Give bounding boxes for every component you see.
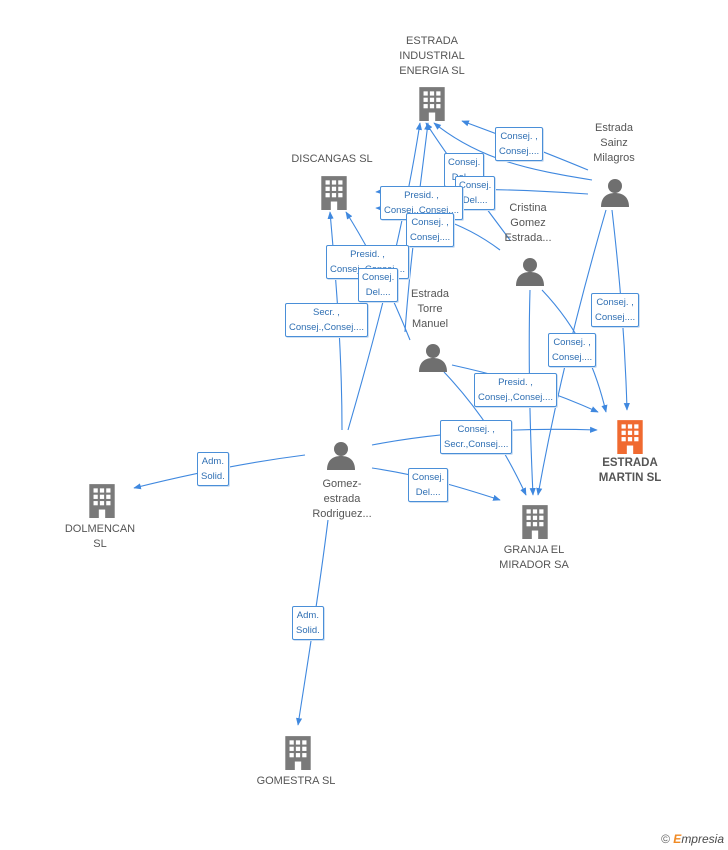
edge-label[interactable]: Adm. Solid.	[292, 606, 324, 640]
building-icon[interactable]	[285, 736, 311, 770]
building-icon[interactable]	[522, 505, 548, 539]
edge-label[interactable]: Consej. , Consej....	[406, 213, 455, 247]
person-icon[interactable]	[601, 179, 629, 207]
building-icon[interactable]	[321, 176, 347, 210]
building-icon[interactable]	[617, 420, 643, 454]
node-label-estrada-sainz[interactable]: Estrada Sainz Milagros	[593, 122, 635, 164]
copyright-symbol: ©	[661, 832, 670, 846]
node-label-discangas[interactable]: DISCANGAS SL	[291, 153, 373, 165]
edge-label[interactable]: Consej. , Consej....	[495, 127, 544, 161]
person-icon[interactable]	[516, 258, 544, 286]
edge-line	[433, 122, 593, 181]
edge-label[interactable]: Presid. , Consej.,Consej....	[474, 373, 557, 407]
building-icon[interactable]	[419, 87, 445, 121]
node-label-estrada-torre[interactable]: Estrada Torre Manuel	[411, 288, 449, 330]
node-label-estrada-martin[interactable]: ESTRADA MARTIN SL	[598, 457, 662, 484]
person-icon[interactable]	[419, 344, 447, 372]
brand-initial: E	[673, 832, 682, 846]
node-label-cristina[interactable]: Cristina Gomez Estrada...	[504, 202, 552, 244]
empresia-logo: © Empresia	[661, 832, 724, 846]
edge-label[interactable]: Consej. , Consej....	[591, 293, 640, 327]
edge-label[interactable]: Consej. , Consej....	[548, 333, 597, 367]
building-icon[interactable]	[89, 484, 115, 518]
edge-label[interactable]: Secr. , Consej.,Consej....	[285, 303, 368, 337]
node-label-granja[interactable]: GRANJA EL MIRADOR SA	[499, 544, 569, 571]
node-label-estrada-industrial[interactable]: ESTRADA INDUSTRIAL ENERGIA SL	[399, 35, 465, 77]
node-label-dolmencan[interactable]: DOLMENCAN SL	[64, 523, 136, 550]
edge-label[interactable]: Consej. Del....	[408, 468, 449, 502]
brand-name: mpresia	[681, 832, 724, 846]
edge-label[interactable]: Consej. Del....	[358, 268, 399, 302]
person-icon[interactable]	[327, 442, 355, 470]
edge-label[interactable]: Adm. Solid.	[197, 452, 229, 486]
edge-label[interactable]: Consej. , Secr.,Consej....	[440, 420, 513, 454]
node-label-gomestra[interactable]: GOMESTRA SL	[256, 775, 336, 787]
node-label-gomez-estrada[interactable]: Gomez- estrada Rodriguez...	[312, 478, 372, 520]
